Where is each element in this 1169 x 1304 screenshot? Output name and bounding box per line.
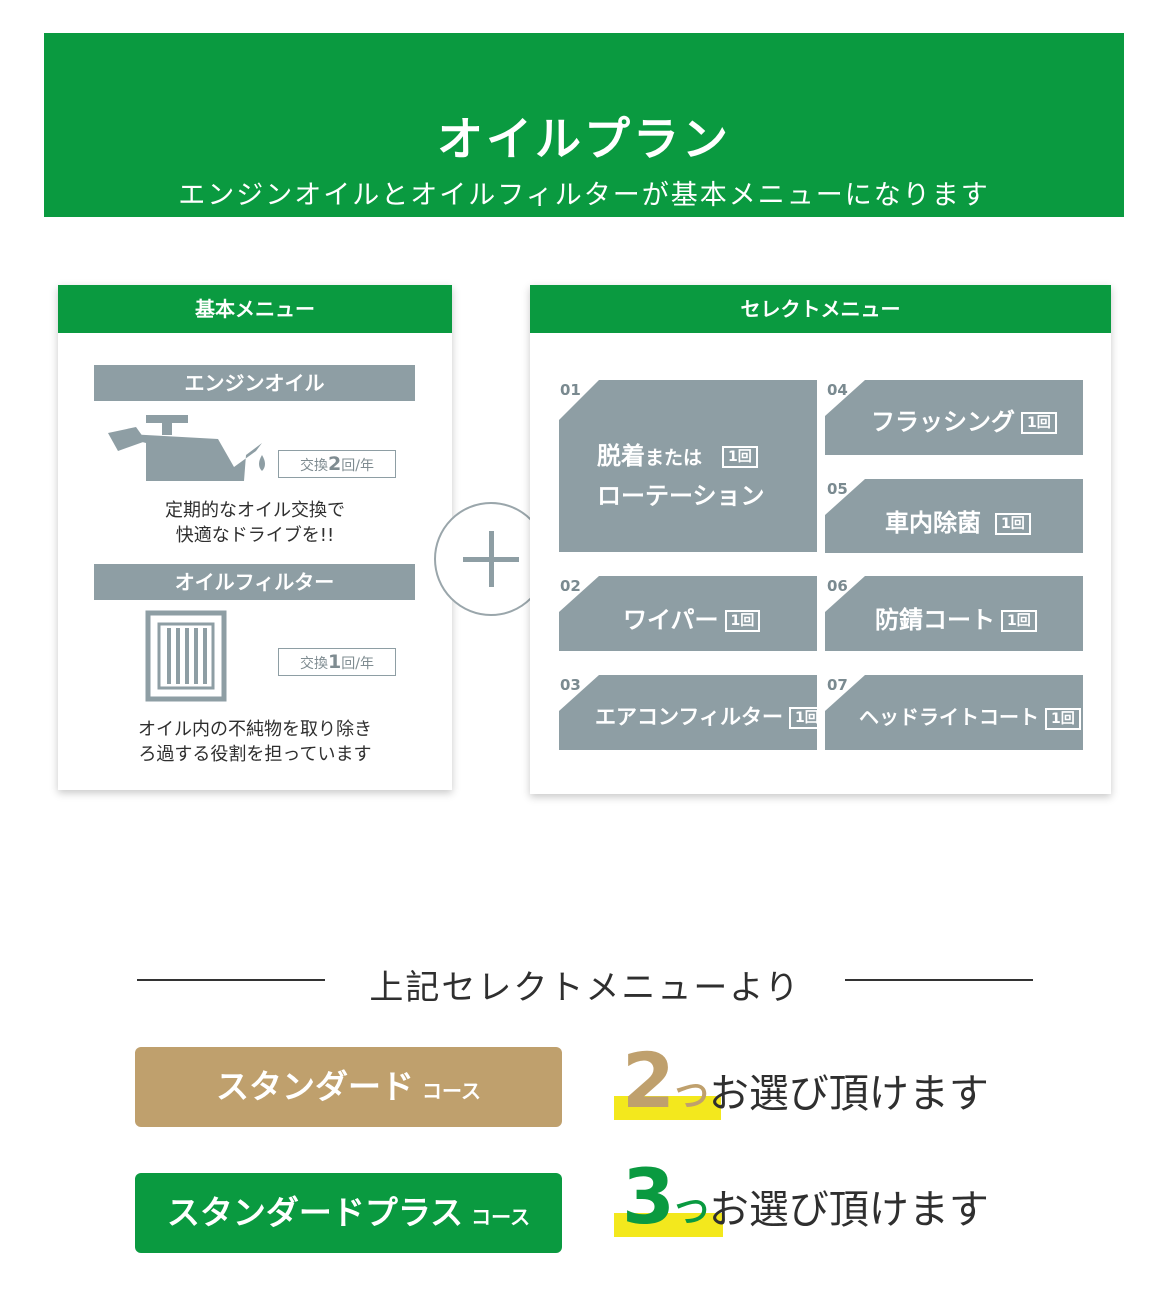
standard-course-badge: スタンダードコース [135, 1047, 562, 1127]
pick-text: お選び頂けます [708, 1071, 989, 1117]
item-label: ローテーション [597, 482, 765, 510]
exchange-prefix: 交換 [300, 656, 329, 672]
divider-left [137, 979, 325, 981]
desc-line: ろ過する役割を担っています [138, 744, 372, 765]
course-suffix: コース [422, 1079, 481, 1103]
pick-count-suffix: つ [674, 1192, 709, 1232]
standard-plus-pick-text: 3つお選び頂けます [622, 1152, 989, 1241]
exchange-prefix: 交換 [300, 458, 329, 474]
item-number: 07 [827, 676, 848, 694]
page-title: オイルプラン [437, 112, 731, 166]
select-item-rust-coat: 防錆コート 1回 [825, 576, 1083, 651]
count-badge: 1回 [1001, 610, 1037, 632]
select-menu-title: セレクトメニュー [530, 285, 1111, 333]
item-number: 05 [827, 480, 848, 498]
count-badge: 1回 [1045, 707, 1081, 730]
count-badge: 1回 [995, 513, 1031, 535]
exchange-count: 1 [328, 651, 342, 673]
count-badge: 1回 [722, 446, 758, 468]
highlight-marker [614, 1213, 723, 1237]
item-number: 06 [827, 577, 848, 595]
course-name: スタンダードプラス [166, 1193, 464, 1232]
item-number: 04 [827, 381, 848, 399]
standard-plus-course-badge: スタンダードプラスコース [135, 1173, 562, 1253]
item-label: 防錆コート [875, 606, 995, 634]
exchange-count: 2 [328, 453, 342, 475]
oil-can-icon [108, 415, 265, 481]
item-label: 車内除菌 [885, 509, 981, 537]
count-badge: 1回 [788, 707, 817, 729]
pick-text: お選び頂けます [708, 1187, 989, 1233]
item-label: ワイパー [623, 606, 719, 634]
exchange-suffix: 回/年 [341, 656, 374, 672]
course-suffix: コース [471, 1205, 531, 1229]
engine-oil-label: エンジンオイル [94, 365, 415, 401]
select-item-interior-sanitize: 車内除菌 1回 [825, 479, 1083, 553]
engine-oil-exchange-badge: 交換2回/年 [278, 450, 396, 478]
count-badge: 1回 [1021, 412, 1057, 434]
item-number: 03 [560, 676, 581, 694]
item-label: ヘッドライトコート [859, 705, 1039, 729]
divider-right [845, 979, 1033, 981]
engine-oil-description: 定期的なオイル交換で 快適なドライブを!! [58, 498, 452, 548]
oil-filter-exchange-badge: 交換1回/年 [278, 648, 396, 676]
select-item-headlight-coat: ヘッドライトコート 1回 [825, 675, 1083, 750]
oil-filter-label: オイルフィルター [94, 564, 415, 600]
basic-menu-card: 基本メニュー エンジンオイル 交換2回/年 定期的なオイル交換で 快適なドライブ… [58, 285, 452, 790]
pick-count: 2 [622, 1036, 675, 1125]
item-label: 脱着 [597, 442, 645, 470]
page-subtitle: エンジンオイルとオイルフィルターが基本メニューになります [178, 180, 990, 211]
select-item-flushing: フラッシング 1回 [825, 380, 1083, 455]
pick-count-suffix: つ [674, 1076, 709, 1116]
item-label: フラッシング [871, 408, 1015, 436]
select-heading: 上記セレクトメニューより [369, 968, 801, 1008]
item-number: 01 [560, 381, 581, 399]
select-item-tire-rotation: 脱着または 1回 ローテーション [559, 380, 817, 552]
desc-line: 定期的なオイル交換で [165, 500, 345, 521]
oil-filter-icon [145, 610, 227, 702]
course-name: スタンダード [216, 1067, 414, 1106]
standard-pick-text: 2つお選び頂けます [622, 1036, 989, 1125]
item-number: 02 [560, 577, 581, 595]
item-label: エアコンフィルター [595, 705, 783, 729]
basic-menu-title: 基本メニュー [58, 285, 452, 333]
desc-line: オイル内の不純物を取り除き [138, 719, 372, 740]
item-label-small: または [645, 447, 703, 469]
exchange-suffix: 回/年 [341, 458, 374, 474]
pick-count: 3 [622, 1152, 675, 1241]
desc-line: 快適なドライブを!! [175, 525, 335, 546]
count-badge: 1回 [724, 610, 761, 632]
oil-filter-description: オイル内の不純物を取り除き ろ過する役割を担っています [58, 717, 452, 767]
plus-icon [434, 502, 548, 616]
highlight-marker [614, 1096, 721, 1120]
header-banner: オイルプラン エンジンオイルとオイルフィルターが基本メニューになります [44, 33, 1124, 217]
